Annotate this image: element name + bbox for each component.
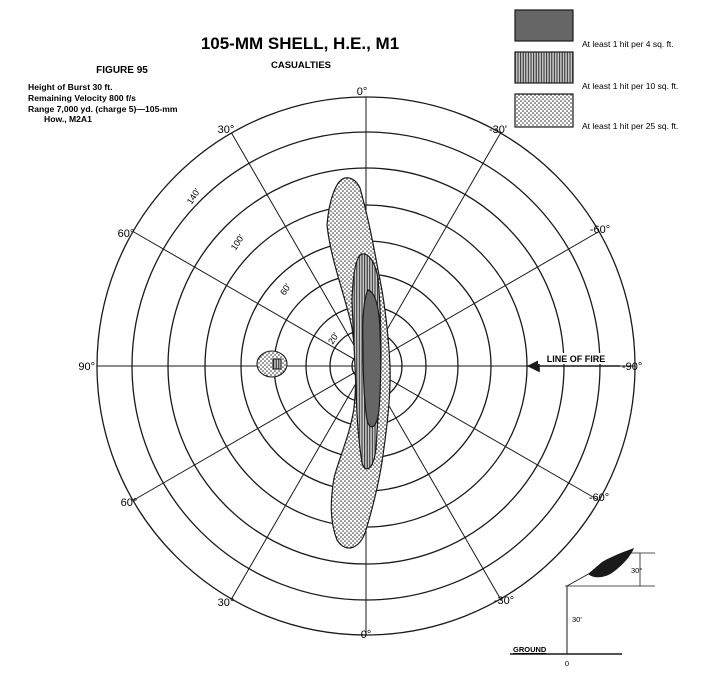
note-height: Height of Burst 30 ft. [28,82,113,92]
inset-angle-label: 30° [631,566,642,575]
angle-bottom: 0° [361,629,372,641]
radius-label-60: 60' [278,281,293,297]
burst-notes: Height of Burst 30 ft. Remaining Velocit… [28,82,178,124]
angle-lower-right-30: -30° [494,595,514,607]
angle-upper-left-30: 30° [218,124,235,136]
line-of-fire-label: LINE OF FIRE [547,354,606,364]
angle-upper-left-60: 60° [118,228,135,240]
side-cluster-dotted [256,350,288,378]
note-range: Range 7,000 yd. (charge 5)—105-mm [28,104,178,114]
side-cluster [256,350,288,378]
inset-ground-label: GROUND [513,645,547,654]
legend-label-dotted: At least 1 hit per 25 sq. ft. [582,121,678,131]
legend-label-dark: At least 1 hit per 4 sq. ft. [582,39,674,49]
trajectory-line [566,571,593,587]
side-cluster-lined [272,358,282,370]
legend: At least 1 hit per 4 sq. ft. At least 1 … [514,9,678,131]
casualty-zones [326,177,391,549]
angle-upper-right-30: -30' [489,124,507,136]
burst-geometry-inset: 30° 30' GROUND 0 [510,548,655,668]
angle-lower-left-30: 30° [218,597,235,609]
note-velocity: Remaining Velocity 800 f/s [28,93,136,103]
radius-label-100: 100' [229,232,247,252]
radius-label-140: 140' [185,186,203,206]
legend-label-lined: At least 1 hit per 10 sq. ft. [582,81,678,91]
legend-swatch-dotted [514,93,574,128]
inset-origin-label: 0 [565,659,569,668]
line-of-fire-label-bg [538,353,614,364]
angle-lower-right-60: -60° [589,492,609,504]
inset-height-label: 30' [572,615,582,624]
angle-right-90: -90° [622,361,642,373]
note-weapon: How., M2A1 [44,114,92,124]
angle-upper-right-60: -60° [590,224,610,236]
angle-top: 0° [357,86,368,98]
legend-swatch-lined [514,51,574,84]
page-title: 105-MM SHELL, H.E., M1 [201,34,399,53]
radius-labels: 20' 60' 100' 140' [185,186,341,346]
figure-number: FIGURE 95 [96,65,148,76]
line-of-fire: LINE OF FIRE [527,353,620,373]
legend-swatch-dark [514,9,574,42]
angle-left-90: 90° [78,361,95,373]
angle-labels: 0° 0° 90° -90° 30° -30' 60° -60° 60° -60… [78,86,642,641]
zone-dark [362,289,382,428]
shell-icon [588,548,634,578]
page-subtitle: CASUALTIES [271,60,331,71]
angle-lower-left-60: 60° [121,497,138,509]
